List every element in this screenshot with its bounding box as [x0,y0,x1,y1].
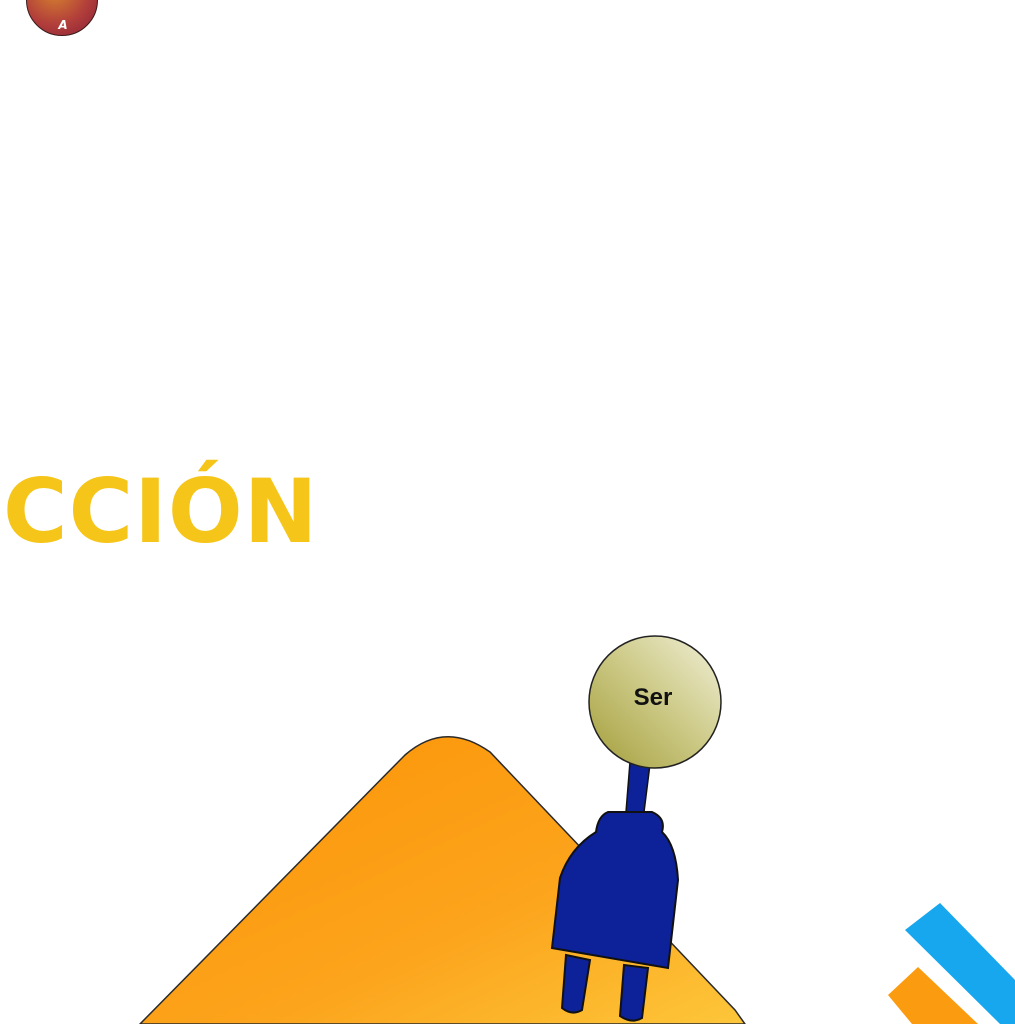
bubble-label: Ser [634,684,673,711]
corner-logo-badge: A [26,0,98,36]
plug-icon [550,811,680,1022]
speech-bubble: Ser [588,635,722,813]
corner-logo-letter: A [58,18,68,32]
diagonal-stripes [888,903,1015,1024]
page-title: CCIÓN [3,460,319,563]
